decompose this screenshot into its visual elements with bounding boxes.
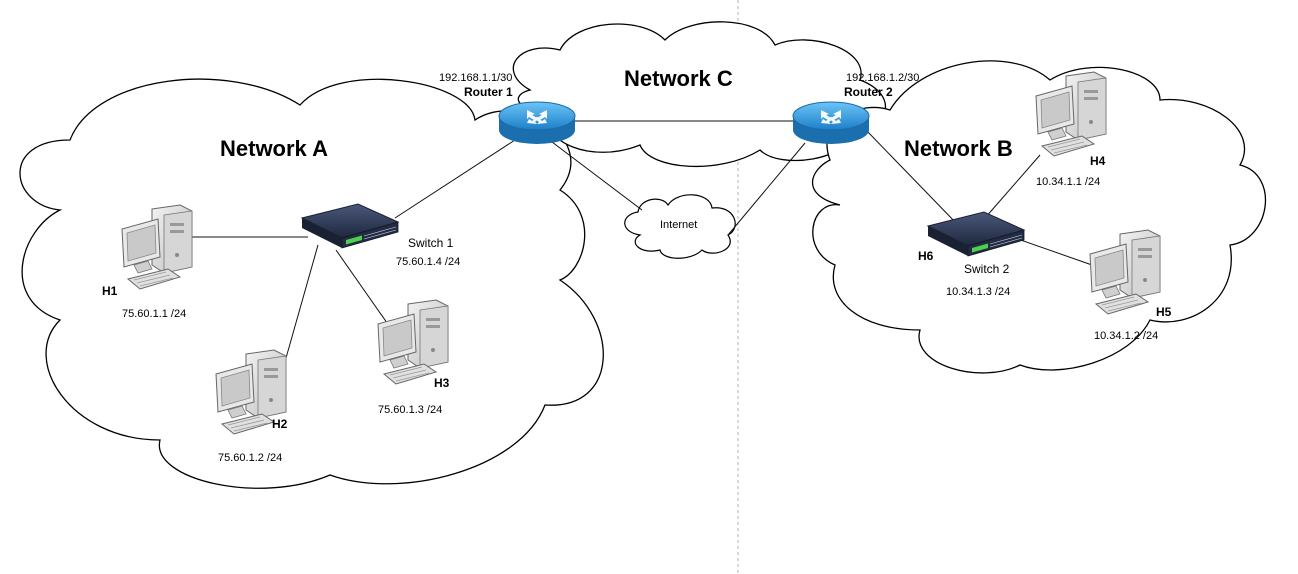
link-internet-router2 xyxy=(727,142,806,236)
router-1-label: Router 1 xyxy=(464,85,513,99)
h2-label: H2 xyxy=(272,417,288,431)
h3-ip: 75.60.1.3 /24 xyxy=(378,404,443,416)
router-2-icon[interactable] xyxy=(792,101,870,145)
h1-label: H1 xyxy=(102,284,118,298)
h6-label: H6 xyxy=(918,249,934,263)
network-a-cloud xyxy=(19,78,604,489)
switch-1-label: Switch 1 xyxy=(408,236,454,250)
network-a-label: Network A xyxy=(220,136,328,161)
network-c-cloud xyxy=(512,21,887,168)
network-b-label: Network B xyxy=(904,136,1013,161)
network-c-label: Network C xyxy=(624,66,733,91)
internet-label: Internet xyxy=(660,219,698,231)
router-1-ip: 192.168.1.1/30 xyxy=(439,72,513,84)
h2-ip: 75.60.1.2 /24 xyxy=(218,452,283,464)
router-1-icon[interactable] xyxy=(498,101,576,145)
link-switch1-h2 xyxy=(285,244,319,359)
h3-label: H3 xyxy=(434,376,450,390)
link-switch1-h3 xyxy=(335,249,393,331)
link-router1-internet xyxy=(551,141,643,211)
h1-ip: 75.60.1.1 /24 xyxy=(122,308,187,320)
h5-label: H5 xyxy=(1156,305,1172,319)
h4-label: H4 xyxy=(1090,154,1106,168)
switch-1-ip: 75.60.1.4 /24 xyxy=(396,256,461,268)
router-2-label: Router 2 xyxy=(844,85,893,99)
h5-ip: 10.34.1.2 /24 xyxy=(1094,330,1159,342)
link-switch2-h4 xyxy=(984,154,1041,219)
router-2-ip: 192.168.1.2/30 xyxy=(846,72,920,84)
switch-2-ip: 10.34.1.3 /24 xyxy=(946,286,1011,298)
links xyxy=(190,120,1093,359)
switch-2-label: Switch 2 xyxy=(964,262,1010,276)
network-b-cloud xyxy=(811,60,1267,374)
link-router2-switch2 xyxy=(865,129,959,226)
h4-ip: 10.34.1.1 /24 xyxy=(1036,176,1101,188)
link-router1-switch1 xyxy=(394,139,516,219)
link-switch2-h5 xyxy=(1014,237,1093,266)
